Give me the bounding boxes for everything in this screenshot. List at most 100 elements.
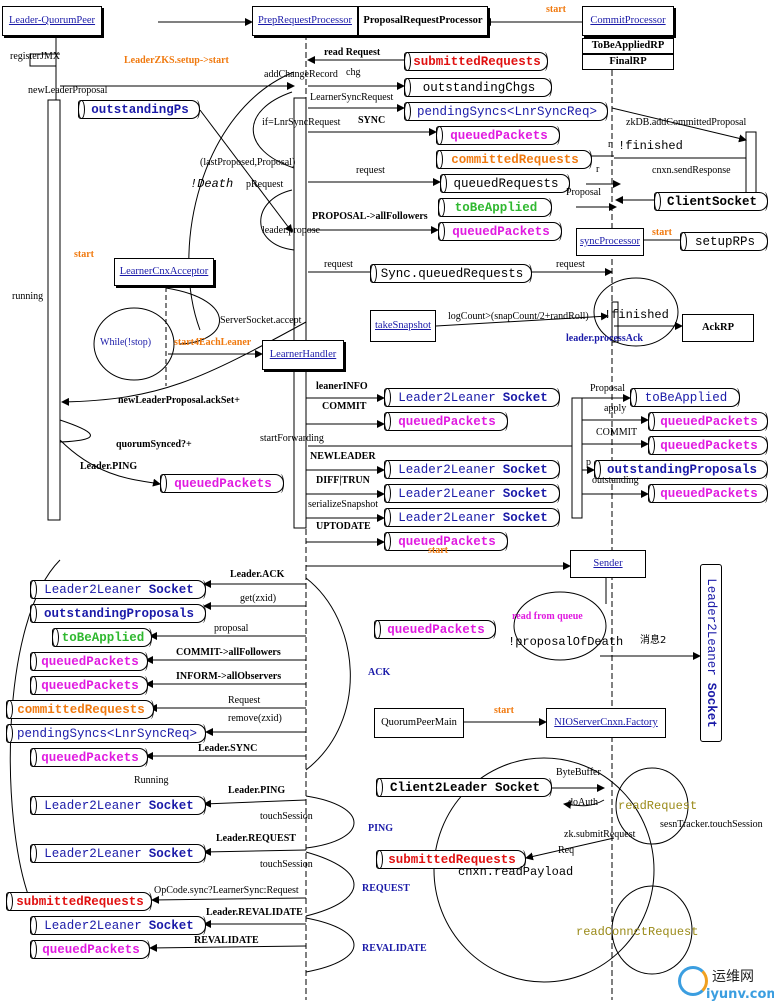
queued-packets-sender-queue-label: queuedPackets [387,622,485,637]
read-connct-request-label: readConnctRequest [576,925,699,939]
leader-zks-setup-label: LeaderZKS.setup->start [124,55,229,66]
start-forwarding-label: startForwarding [260,433,324,444]
submitted-requests-queue-left-label: submittedRequests [16,894,144,909]
take-snapshot-box[interactable]: takeSnapshot [370,310,436,342]
commit-all-followers-label: COMMIT->allFollowers [176,647,281,658]
finished-label-1: !finished [618,139,683,153]
leader2leaner-socket-queue-3: Leader2Leaner Socket [384,484,560,503]
proposal-request-processor-box[interactable]: ProposalRequestProcessor [358,6,488,36]
request-upper-label: REQUEST [362,883,410,894]
queued-packets-queue-1: queuedPackets [436,126,560,145]
leader2leaner-socket-vertical-queue: Leader2LeanerSocket [700,564,722,742]
message-2-label: 消息2 [640,635,667,646]
committed-requests-queue-top-label: committedRequests [451,152,579,167]
sync-processor-box[interactable]: syncProcessor [576,228,644,256]
quorum-peer-main-box[interactable]: QuorumPeerMain [374,708,464,738]
leader-request-label: Leader.REQUEST [216,833,296,844]
to-be-applied-queue-left: toBeApplied [52,628,152,647]
to-be-applied-queue-right-label: toBeApplied [644,390,728,405]
register-jmx-label: registerJMX [10,51,60,62]
leader2leaner-socket-queue-3-name: Leader2Leaner [398,486,496,501]
submitted-requests-queue-bottom-label: submittedRequests [388,852,516,867]
leader2leaner-socket-queue-ack-name: Leader2Leaner [44,582,142,597]
submitted-requests-queue-bottom: submittedRequests [376,850,526,869]
nio-server-cnxn-factory-box[interactable]: NIOServerCnxn.Factory [546,708,666,738]
outstanding-proposals-queue-left: outstandingProposals [30,604,206,623]
sender-box[interactable]: Sender [570,550,646,578]
zk-submit-request-label: zk.submitRequest [564,829,636,840]
to-be-applied-queue-top: toBeApplied [438,198,552,217]
queued-packets-queue-r2: queuedPackets [648,436,768,455]
queued-packets-queue-2: queuedPackets [438,222,562,241]
start-nio-label: start [494,705,514,716]
queued-packets-reval-queue-label: queuedPackets [42,942,140,957]
outstanding-chgs-queue: outstandingChgs [404,78,552,97]
read-request-2-label: readRequest [618,799,698,813]
logo-en-text: iyunv.com [706,987,774,1002]
pending-syncs-queue-left: pendingSyncs<LnrSyncReq> [6,724,206,743]
pending-syncs-queue-top: pendingSyncs<LnrSyncReq> [404,102,608,121]
commit-processor-box[interactable]: CommitProcessor [582,6,674,36]
client2leader-socket-queue: Client2Leader Socket [376,778,552,797]
start-sender-label: start [428,545,448,556]
client2leader-socket-queue-label: Client2Leader Socket [389,780,541,795]
leader2leaner-socket-queue-2-kw: Socket [502,462,548,477]
learner-cnx-acceptor-box[interactable]: LearnerCnxAcceptor [114,258,214,286]
outstanding-proposals-queue-right: outstandingProposals [594,460,768,479]
leader-revalidate-label: Leader.REVALIDATE [206,907,303,918]
queued-packets-queue-2-label: queuedPackets [452,224,550,239]
leaner-info-label: leanerINFO [316,381,368,392]
queued-packets-ping-queue: queuedPackets [160,474,284,493]
outstanding-ps-queue: outstandingPs [78,100,200,119]
pending-syncs-queue-top-label: pendingSyncs<LnrSyncReq> [416,104,598,119]
queued-packets-queue-r3-label: queuedPackets [660,486,758,501]
death-label: !Death [190,177,234,191]
opcode-sync-label: OpCode.sync?LearnerSync:Request [154,885,299,896]
pending-syncs-queue-left-label: pendingSyncs<LnrSyncReq> [16,726,198,741]
revalidate-blue-label: REVALIDATE [362,943,427,954]
learner-handler-box[interactable]: LearnerHandler [262,340,344,370]
final-rp-box: FinalRP [582,54,674,70]
leader-process-ack-label: leader.processAck [566,333,643,344]
leader2leaner-socket-queue-ack-kw: Socket [148,582,194,597]
queued-packets-sender-queue: queuedPackets [374,620,496,639]
queued-packets-queue-3-label: queuedPackets [398,414,496,429]
leader2leaner-socket-queue-ack: Leader2Leaner Socket [30,580,206,599]
outstanding-ps-queue-label: outstandingPs [91,102,189,117]
to-be-applied-queue-top-label: toBeApplied [454,200,538,215]
sesn-tracker-label: sesnTracker.touchSession [660,819,763,830]
running-label-2: Running [134,775,169,786]
proposal-of-death-label: !proposalOfDeath [508,635,624,649]
leader2leaner-socket-queue-3-kw: Socket [502,486,548,501]
leader-ack-label: Leader.ACK [230,569,285,580]
outstanding-proposals-queue-left-label: outstandingProposals [43,606,195,621]
log-count-label: logCount>(snapCount/2+randRoll) [448,311,589,322]
leader2leaner-socket-queue-req-name: Leader2Leaner [44,846,142,861]
proposal-label-1: Proposal [566,187,601,198]
request-label-4: Request [228,695,261,706]
touch-session-label-1: touchSession [260,811,313,822]
client-socket-queue-label: ClientSocket [667,194,758,209]
ping-label: PING [368,823,393,834]
sync-queued-requests-queue-label: Sync.queuedRequests [380,266,524,281]
committed-requests-queue-top: committedRequests [436,150,592,169]
submitted-requests-queue-label: submittedRequests [413,54,541,69]
start-commit-label: start [546,4,566,15]
start-sync-label: start [652,227,672,238]
serialize-snapshot-label: serializeSnapshot [308,499,378,510]
leader-quorum-peer-box[interactable]: Leader-QuorumPeer [2,6,102,36]
leader2leaner-socket-queue-ping-name: Leader2Leaner [44,798,142,813]
prep-request-processor-box[interactable]: PrepRequestProcessor [252,6,358,36]
queued-packets-reval-queue: queuedPackets [30,940,150,959]
leader2leaner-socket-queue-4-kw: Socket [502,510,548,525]
client-socket-queue: ClientSocket [654,192,768,211]
r-label-1: r [608,139,612,150]
logo-cn-text: 运维网 [712,969,754,985]
if-lnr-sync-request-label: if=LnrSyncRequest [262,117,341,128]
queued-packets-queue-r2-label: queuedPackets [660,438,758,453]
do-auth-label: doAuth [568,797,598,808]
